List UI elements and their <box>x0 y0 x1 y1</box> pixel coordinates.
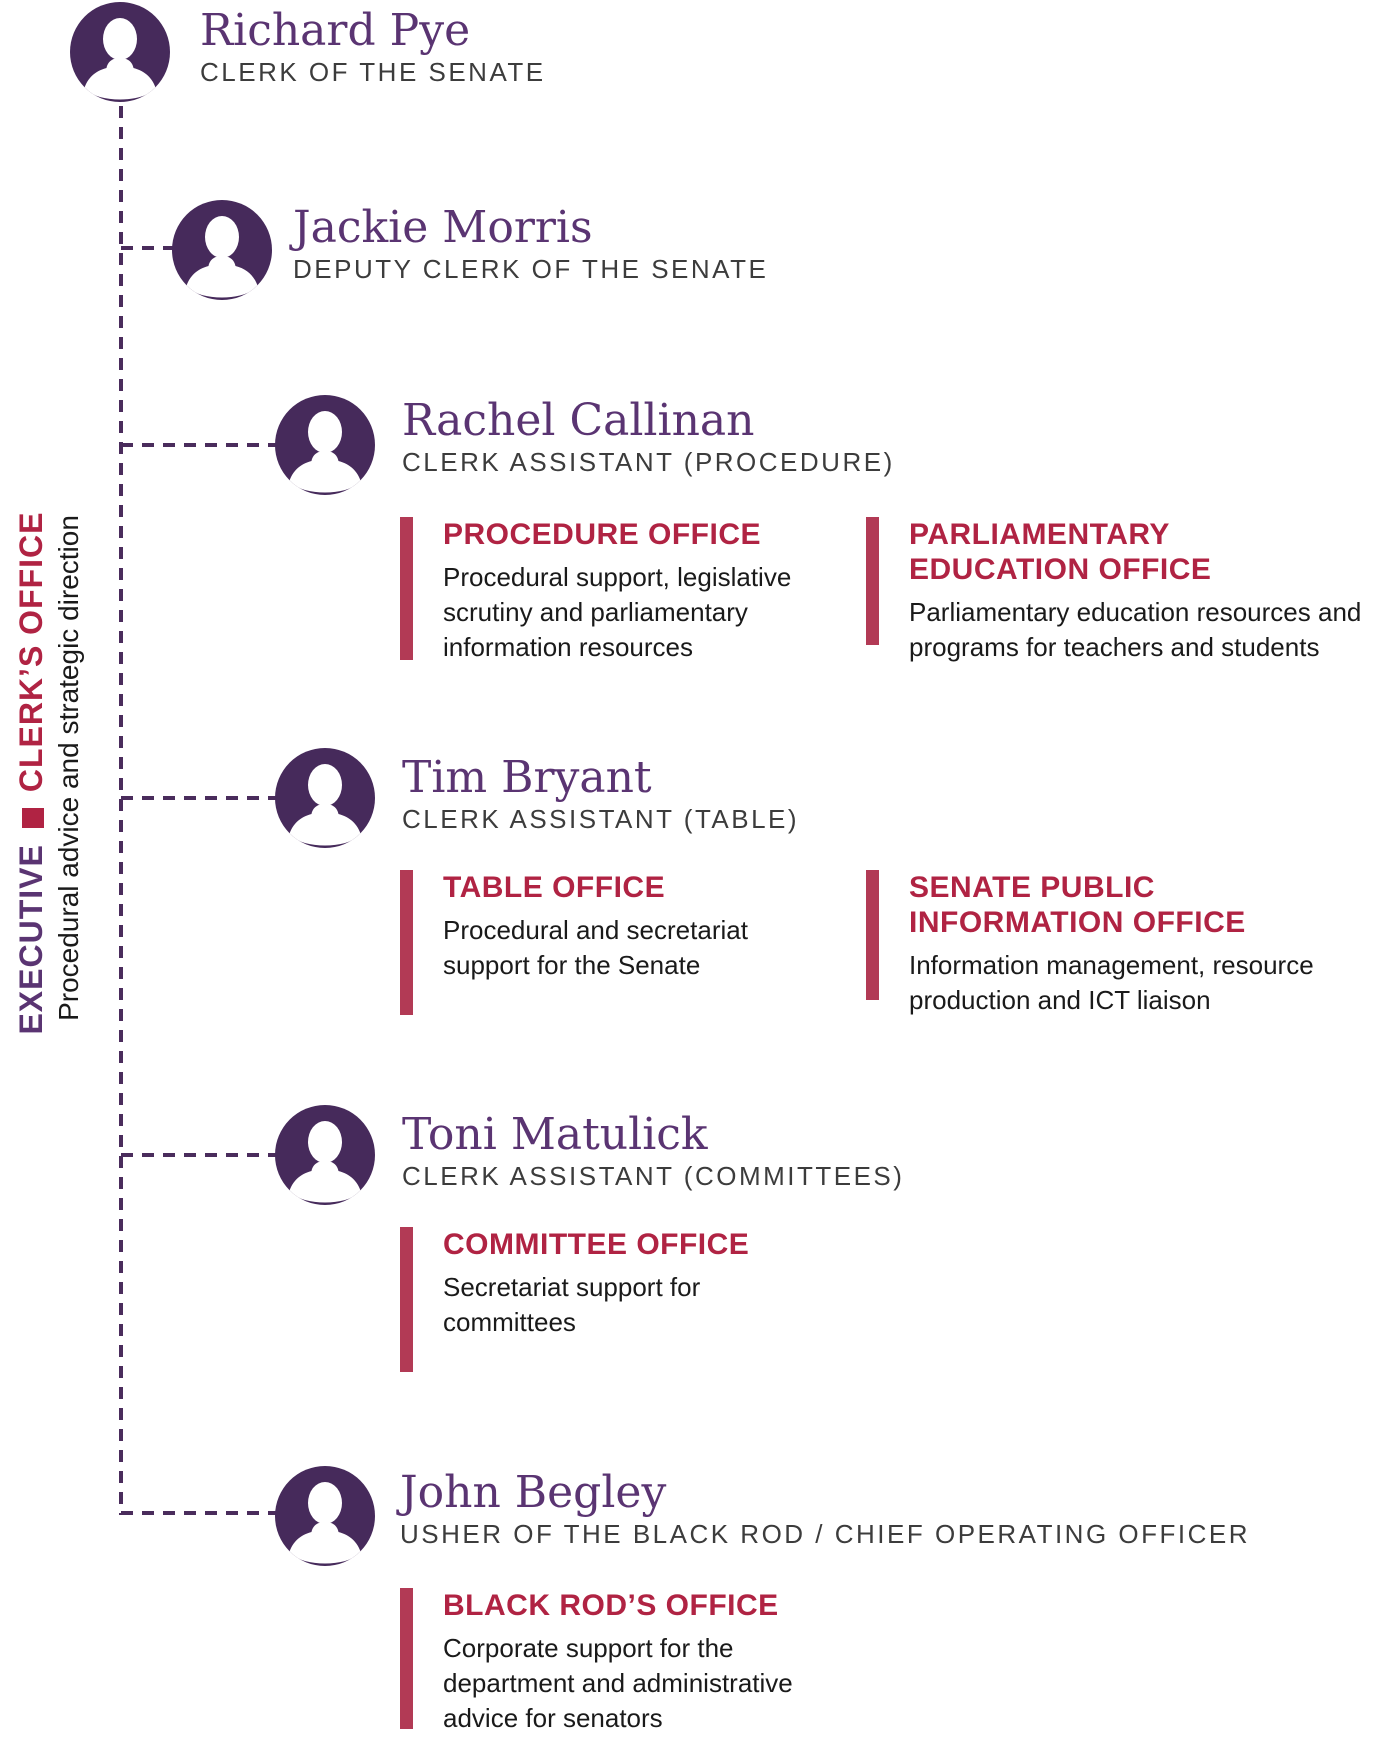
office-description: Secretariat support for committees <box>443 1272 701 1337</box>
person-title: CLERK ASSISTANT (PROCEDURE) <box>402 447 895 477</box>
person-title: USHER OF THE BLACK ROD / CHIEF OPERATING… <box>400 1519 1251 1549</box>
office-name: PROCEDURE OFFICE <box>443 518 762 551</box>
office-name: TABLE OFFICE <box>443 871 666 904</box>
person-avatar-icon <box>275 748 375 848</box>
sidebar-section-label: EXECUTIVE CLERK’S OFFICE <box>11 463 51 1083</box>
person-avatar-icon <box>275 1105 375 1205</box>
office-name: BLACK ROD’S OFFICE <box>443 1589 779 1622</box>
office-description: Procedural support, legislative scrutiny… <box>443 562 792 662</box>
office-accent-bar <box>400 1227 413 1372</box>
office-accent-bar <box>400 870 413 1015</box>
person-avatar-icon <box>275 1466 375 1566</box>
office-description: Parliamentary education resources and pr… <box>909 597 1362 662</box>
office-accent-bar <box>866 870 879 1000</box>
office-block-senate-public-information: SENATE PUBLIC INFORMATION OFFICE Informa… <box>866 870 1346 1018</box>
person-title: DEPUTY CLERK OF THE SENATE <box>293 254 769 284</box>
person-name: John Begley <box>400 1467 667 1518</box>
person-avatar-icon <box>172 200 272 300</box>
square-separator-icon <box>22 808 44 829</box>
office-accent-bar <box>866 517 879 645</box>
office-name: SENATE PUBLIC INFORMATION OFFICE <box>909 871 1246 939</box>
office-block-committee: COMMITTEE OFFICE Secretariat support for… <box>400 1227 770 1372</box>
office-description: Information management, resource product… <box>909 950 1314 1015</box>
connector-branch-tim <box>121 796 276 800</box>
office-block-table: TABLE OFFICE Procedural and secretariat … <box>400 870 770 1015</box>
connector-branch-jackie <box>121 246 173 250</box>
office-block-procedure: PROCEDURE OFFICE Procedural support, leg… <box>400 517 792 665</box>
person-avatar-icon <box>70 2 170 102</box>
person-title: CLERK ASSISTANT (COMMITTEES) <box>402 1161 905 1191</box>
office-name: PARLIAMENTARY EDUCATION OFFICE <box>909 518 1212 586</box>
office-description: Procedural and secretariat support for t… <box>443 915 748 980</box>
person-name: Rachel Callinan <box>402 395 755 446</box>
connector-spine <box>119 106 123 1515</box>
office-accent-bar <box>400 1588 413 1729</box>
person-title: CLERK OF THE SENATE <box>200 57 546 87</box>
person-name: Richard Pye <box>200 5 471 56</box>
office-block-black-rod: BLACK ROD’S OFFICE Corporate support for… <box>400 1588 793 1736</box>
office-accent-bar <box>400 517 413 660</box>
connector-branch-toni <box>121 1153 276 1157</box>
person-name: Toni Matulick <box>402 1109 708 1160</box>
person-title: CLERK ASSISTANT (TABLE) <box>402 804 800 834</box>
clerks-office-label: CLERK’S OFFICE <box>13 511 49 793</box>
sidebar-tagline: Procedural advice and strategic directio… <box>53 515 84 1021</box>
person-avatar-icon <box>275 395 375 495</box>
connector-branch-john <box>121 1511 276 1515</box>
person-name: Tim Bryant <box>402 752 652 803</box>
office-name: COMMITTEE OFFICE <box>443 1228 750 1261</box>
office-block-parliamentary-education: PARLIAMENTARY EDUCATION OFFICE Parliamen… <box>866 517 1362 665</box>
person-name: Jackie Morris <box>293 202 593 253</box>
executive-label: EXECUTIVE <box>13 844 49 1035</box>
connector-branch-rachel <box>121 443 276 447</box>
office-description: Corporate support for the department and… <box>443 1633 793 1733</box>
